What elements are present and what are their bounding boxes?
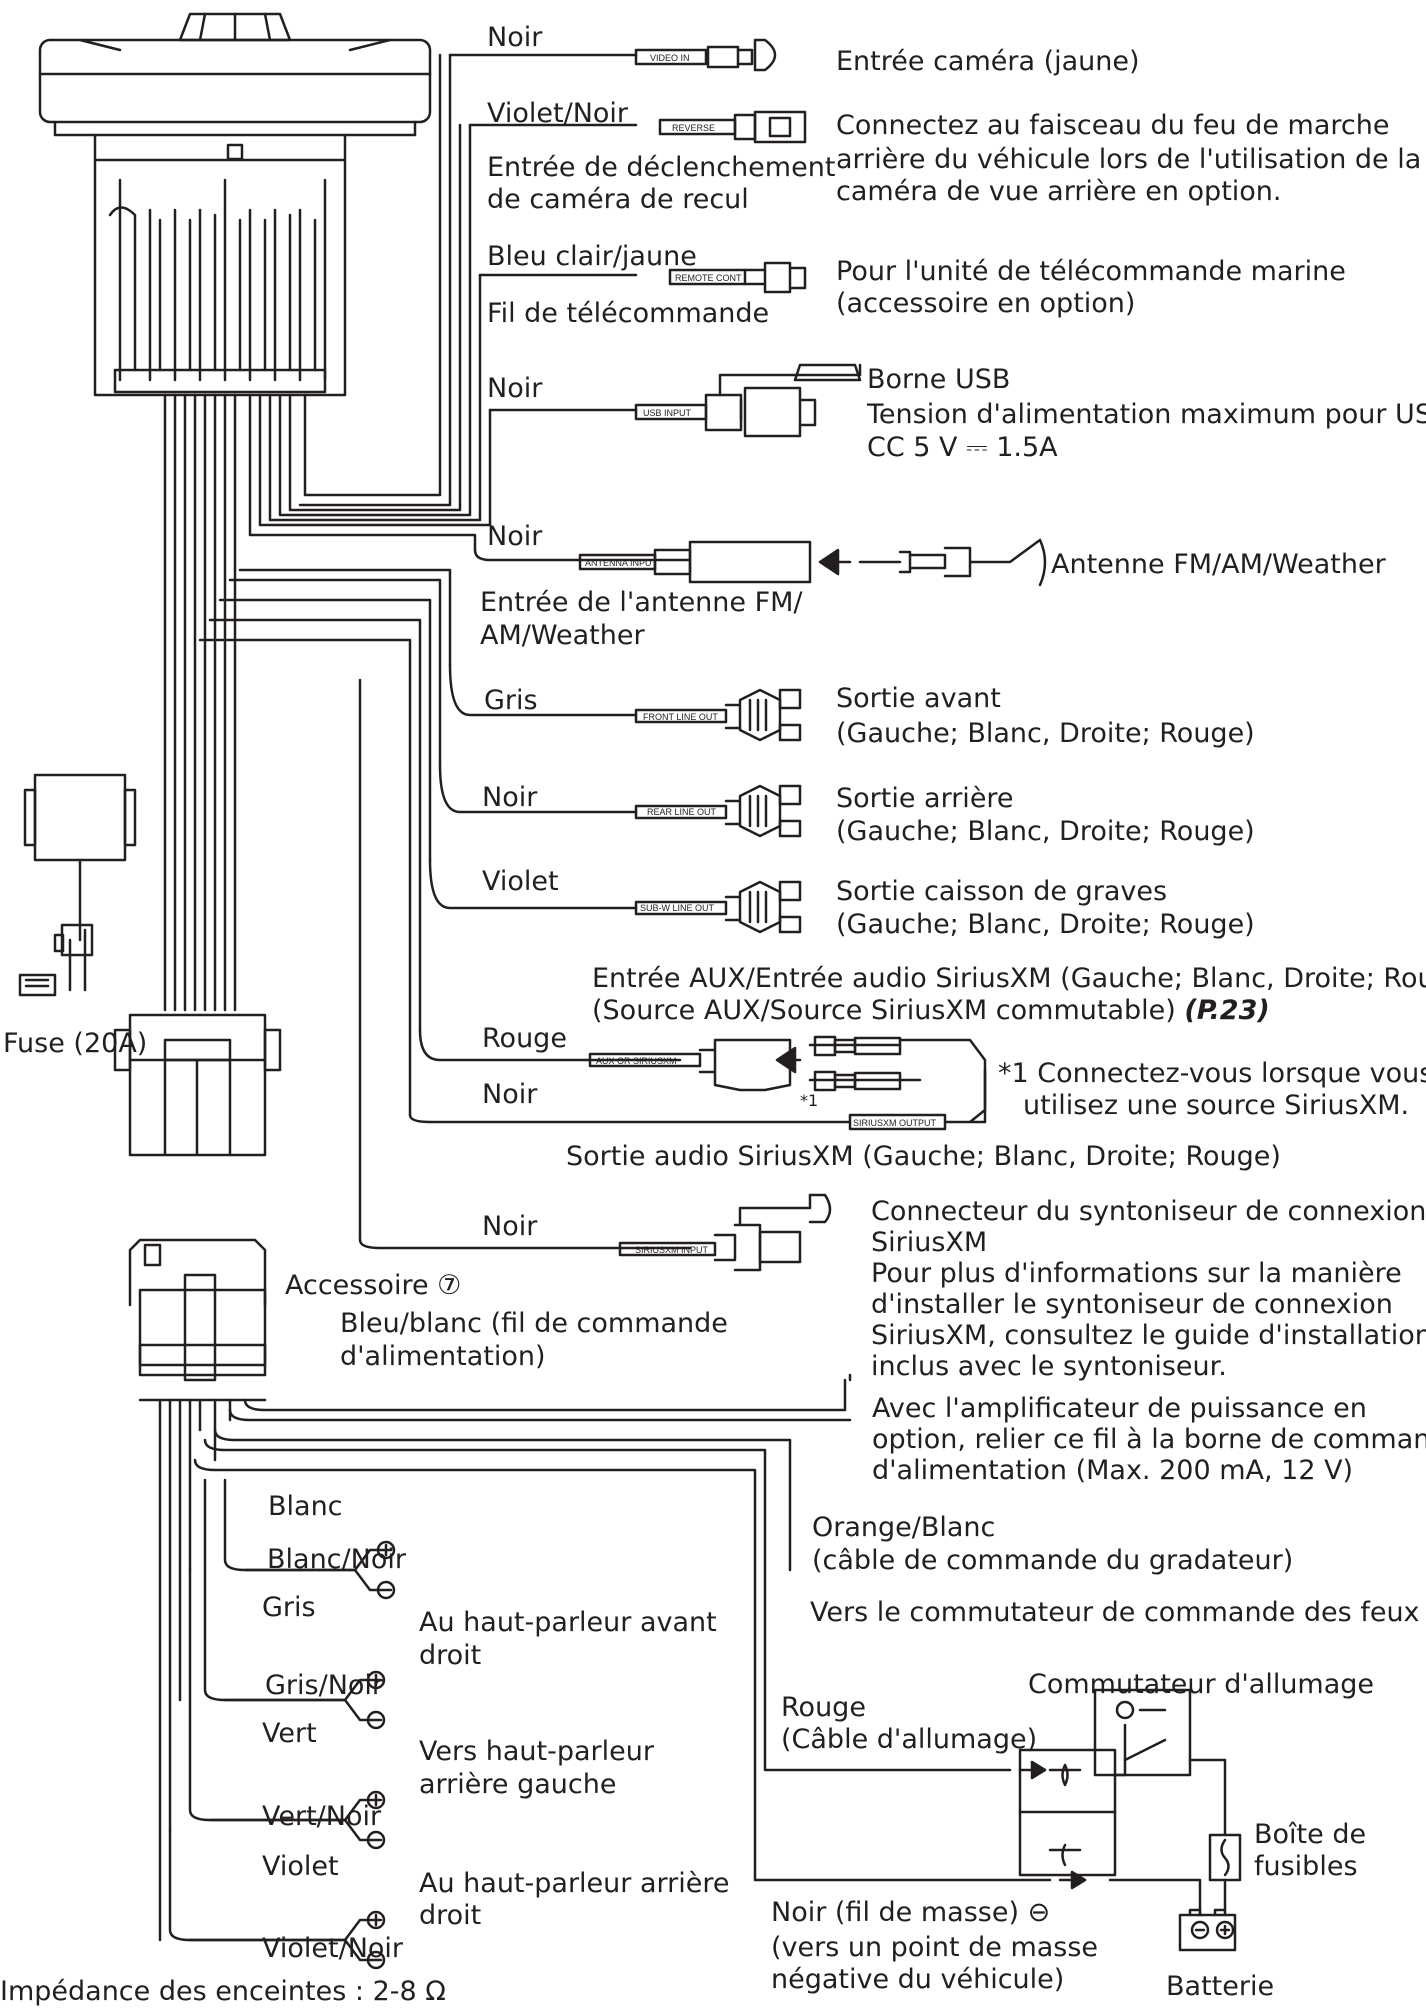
sxmout-wire-color: Noir <box>482 1079 538 1110</box>
sxmin-desc-4: d'installer le syntoniseur de connexion <box>871 1289 1393 1320</box>
reverse-wire-color: Violet/Noir <box>487 98 629 129</box>
front-desc-1: Sortie avant <box>836 683 1001 714</box>
svg-text:VIDEO IN: VIDEO IN <box>650 53 690 63</box>
front-wire-color: Gris <box>484 685 538 716</box>
ignition-label-2: (Câble d'allumage) <box>781 1724 1038 1755</box>
spk-fl-neg: Blanc/Noir <box>267 1544 406 1575</box>
spk-rl-neg: Vert/Noir <box>262 1801 382 1832</box>
fuse-label: Fuse (20A) <box>3 1028 148 1059</box>
usb-wire-color: Noir <box>487 373 543 404</box>
usb-desc-2: Tension d'alimentation maximum pour USB … <box>867 399 1426 430</box>
sxmin-desc-2: SiriusXM <box>871 1227 988 1258</box>
reverse-desc-1: Connectez au faisceau du feu de marche <box>836 110 1390 141</box>
rear-desc-2: (Gauche; Blanc, Droite; Rouge) <box>836 816 1255 847</box>
spk-rl-pos: Vert <box>262 1718 317 1749</box>
ignition-switch-label: Commutateur d'allumage <box>1028 1669 1375 1700</box>
power-ctrl-label-2: d'alimentation) <box>340 1341 546 1372</box>
ignition-label-1: Rouge <box>781 1692 866 1723</box>
fuse-box-label-1: Boîte de <box>1254 1819 1367 1850</box>
sxmout-note-1: *1 Connectez-vous lorsque vous <box>998 1058 1426 1089</box>
svg-text:FRONT LINE OUT: FRONT LINE OUT <box>643 712 718 722</box>
power-ctrl-desc-1: Avec l'amplificateur de puissance en <box>872 1393 1367 1424</box>
video-wire-color: Noir <box>487 22 543 53</box>
dimmer-label-1: Orange/Blanc <box>812 1512 996 1543</box>
spk-rl-desc-1: Vers haut-parleur <box>419 1736 654 1767</box>
remote-desc-1: Pour l'unité de télécommande marine <box>836 256 1346 287</box>
rear-wire-color: Noir <box>482 782 538 813</box>
svg-text:ANTENNA INPUT: ANTENNA INPUT <box>585 558 658 568</box>
remote-desc-2: (accessoire en option) <box>836 288 1136 319</box>
ground-label-3: négative du véhicule) <box>771 1964 1065 1995</box>
aux-desc-1: Entrée AUX/Entrée audio SiriusXM (Gauche… <box>592 963 1426 994</box>
spk-fr-neg: Gris/Noir <box>265 1670 384 1701</box>
dimmer-desc: Vers le commutateur de commande des feux <box>810 1597 1420 1628</box>
spk-fr-desc-2: droit <box>419 1640 482 1671</box>
power-ctrl-desc-2: option, relier ce fil à la borne de comm… <box>872 1424 1426 1455</box>
remote-label: Fil de télécommande <box>487 298 770 329</box>
aux-desc-2: (Source AUX/Source SiriusXM commutable) … <box>592 995 1270 1027</box>
svg-text:REMOTE CONT: REMOTE CONT <box>675 273 742 283</box>
sub-desc-1: Sortie caisson de graves <box>836 876 1168 907</box>
reverse-label-2: de caméra de recul <box>487 184 749 215</box>
usb-desc-1: Borne USB <box>867 364 1011 395</box>
sxmout-desc: Sortie audio SiriusXM (Gauche; Blanc, Dr… <box>566 1141 1281 1172</box>
sxmin-desc-1: Connecteur du syntoniseur de connexion <box>871 1196 1426 1227</box>
spk-rr-neg: Violet/Noir <box>262 1933 404 1964</box>
accessory-label: Accessoire ⑦ <box>285 1270 462 1301</box>
svg-text:SIRIUSXM INPUT: SIRIUSXM INPUT <box>635 1245 709 1255</box>
sxmin-desc-6: inclus avec le syntoniseur. <box>871 1351 1227 1382</box>
aux-page-ref[interactable]: (P.23) <box>1184 995 1270 1026</box>
sxmin-desc-5: SiriusXM, consultez le guide d'installat… <box>871 1320 1426 1351</box>
sxmout-note-2: utilisez une source SiriusXM. <box>1023 1090 1410 1121</box>
antenna-label-1: Entrée de l'antenne FM/ <box>480 587 803 618</box>
sxmin-wire-color: Noir <box>482 1211 538 1242</box>
remote-wire-color: Bleu clair/jaune <box>487 241 697 272</box>
sxmin-desc-3: Pour plus d'informations sur la manière <box>871 1258 1402 1289</box>
svg-text:USB INPUT: USB INPUT <box>643 408 692 418</box>
video-desc: Entrée caméra (jaune) <box>836 46 1140 77</box>
spk-fr-desc-1: Au haut-parleur avant <box>419 1607 717 1638</box>
ground-label-2: (vers un point de masse <box>771 1932 1099 1963</box>
antenna-label-2: AM/Weather <box>480 620 645 651</box>
svg-text:SIRIUSXM OUTPUT: SIRIUSXM OUTPUT <box>853 1118 937 1128</box>
antenna-wire-color: Noir <box>487 521 543 552</box>
wire-bundle <box>18 53 1052 1962</box>
power-ctrl-label-1: Bleu/blanc (fil de commande <box>340 1308 728 1339</box>
aux-desc-2-text: (Source AUX/Source SiriusXM commutable) <box>592 995 1185 1026</box>
sxmout-star: *1 <box>800 1091 819 1110</box>
spk-fl-pos: Blanc <box>268 1491 343 1522</box>
spk-rr-desc-1: Au haut-parleur arrière <box>419 1868 730 1899</box>
sub-wire-color: Violet <box>482 866 559 897</box>
fuse-box-label-2: fusibles <box>1254 1851 1358 1882</box>
spk-fr-pos: Gris <box>262 1592 316 1623</box>
power-ctrl-desc-3: d'alimentation (Max. 200 mA, 12 V) <box>872 1455 1354 1486</box>
spk-rl-desc-2: arrière gauche <box>419 1769 617 1800</box>
svg-text:REAR LINE OUT: REAR LINE OUT <box>647 807 717 817</box>
svg-text:AUX OR SIRIUSXM: AUX OR SIRIUSXM <box>596 1056 677 1066</box>
antenna-desc: Antenne FM/AM/Weather <box>1051 549 1386 580</box>
sub-desc-2: (Gauche; Blanc, Droite; Rouge) <box>836 909 1255 940</box>
reverse-label-1: Entrée de déclenchement <box>487 152 836 183</box>
dimmer-label-2: (câble de commande du gradateur) <box>812 1545 1294 1576</box>
reverse-desc-3: caméra de vue arrière en option. <box>836 176 1282 207</box>
connectors <box>366 38 1242 1970</box>
spk-rr-desc-2: droit <box>419 1900 482 1931</box>
rear-desc-1: Sortie arrière <box>836 783 1014 814</box>
speaker-impedance: Impédance des enceintes : 2-8 Ω <box>0 1976 446 2007</box>
spk-rr-pos: Violet <box>262 1851 339 1882</box>
front-desc-2: (Gauche; Blanc, Droite; Rouge) <box>836 718 1255 749</box>
usb-desc-3: CC 5 V ⎓ 1.5A <box>867 432 1058 463</box>
svg-text:REVERSE: REVERSE <box>672 123 715 133</box>
svg-text:SUB-W LINE OUT: SUB-W LINE OUT <box>640 903 715 913</box>
head-unit <box>38 12 432 397</box>
aux-wire-color: Rouge <box>482 1023 567 1054</box>
reverse-desc-2: arrière du véhicule lors de l'utilisatio… <box>836 144 1422 175</box>
ground-label-1: Noir (fil de masse) ⊖ <box>771 1897 1051 1928</box>
battery-label: Batterie <box>1166 1971 1275 2002</box>
